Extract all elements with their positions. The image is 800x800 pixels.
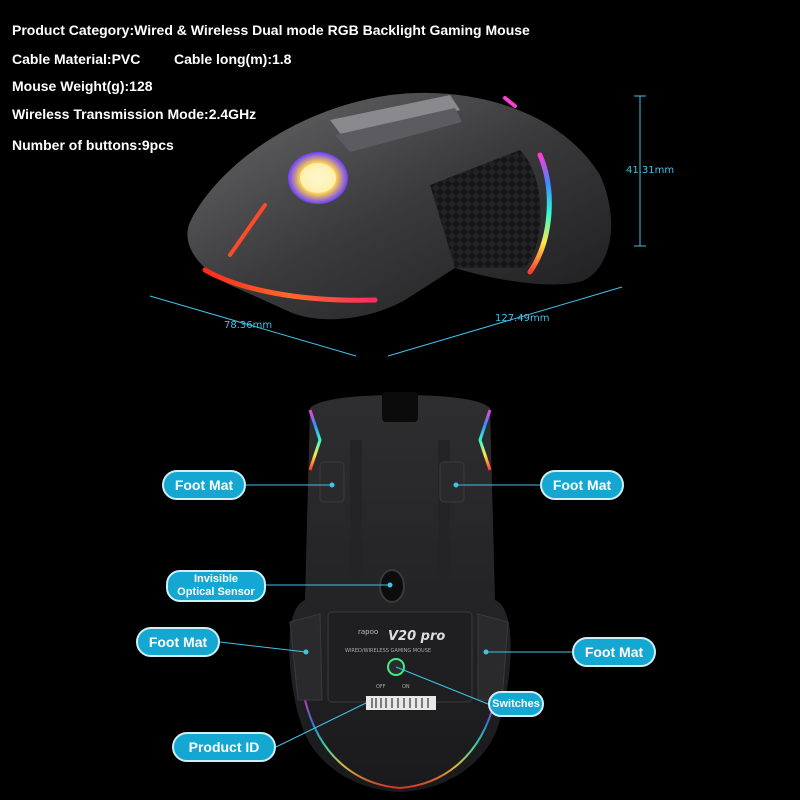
foot-mat-lower-left [289, 613, 323, 701]
dimension-width: 78.36mm [224, 320, 273, 331]
callout-sensor-line1: Invisible [193, 573, 239, 585]
label-brand: rapoo [358, 628, 378, 636]
callout-optical-sensor: Invisible Optical Sensor [166, 570, 266, 602]
label-subtitle: WIRED/WIRELESS GAMING MOUSE [345, 648, 431, 654]
mouse-top-buttons [330, 95, 460, 140]
cable-slot [382, 392, 418, 422]
spec-wireless-mode: Wireless Transmission Mode:2.4GHz [12, 106, 257, 122]
callout-product-id: Product ID [172, 732, 276, 762]
label-on: ON [402, 684, 410, 690]
mouse-front-rgb-strip [202, 267, 378, 303]
spec-buttons: Number of buttons:9pcs [12, 137, 174, 153]
dimension-height: 41.31mm [626, 165, 675, 176]
mouse-side-grip [430, 150, 541, 268]
mouse-bottom-view [289, 392, 511, 792]
foot-mat-upper-left [319, 461, 345, 503]
callout-lines [219, 484, 572, 748]
mouse-top-view [187, 92, 612, 320]
label-off: OFF [376, 684, 386, 690]
mouse-side-rgb-strip [527, 152, 552, 275]
spec-cable-material: Cable Material:PVC [12, 51, 141, 67]
callout-foot-mat-lower-left: Foot Mat [136, 627, 220, 657]
spec-cable-length: Cable long(m):1.8 [174, 51, 292, 67]
spec-weight: Mouse Weight(g):128 [12, 78, 153, 94]
spec-category: Product Category:Wired & Wireless Dual m… [12, 22, 530, 38]
callout-sensor-line2: Optical Sensor [177, 586, 255, 598]
label-model: V20 pro [388, 629, 445, 644]
foot-mat-upper-right [439, 461, 465, 503]
callout-switches: Switches [488, 691, 544, 717]
callout-foot-mat-upper-left: Foot Mat [162, 470, 246, 500]
product-id-barcode [366, 696, 436, 710]
callout-foot-mat-lower-right: Foot Mat [572, 637, 656, 667]
callout-foot-mat-upper-right: Foot Mat [540, 470, 624, 500]
dimension-lines [149, 95, 646, 357]
dimension-length: 127.49mm [495, 313, 550, 324]
